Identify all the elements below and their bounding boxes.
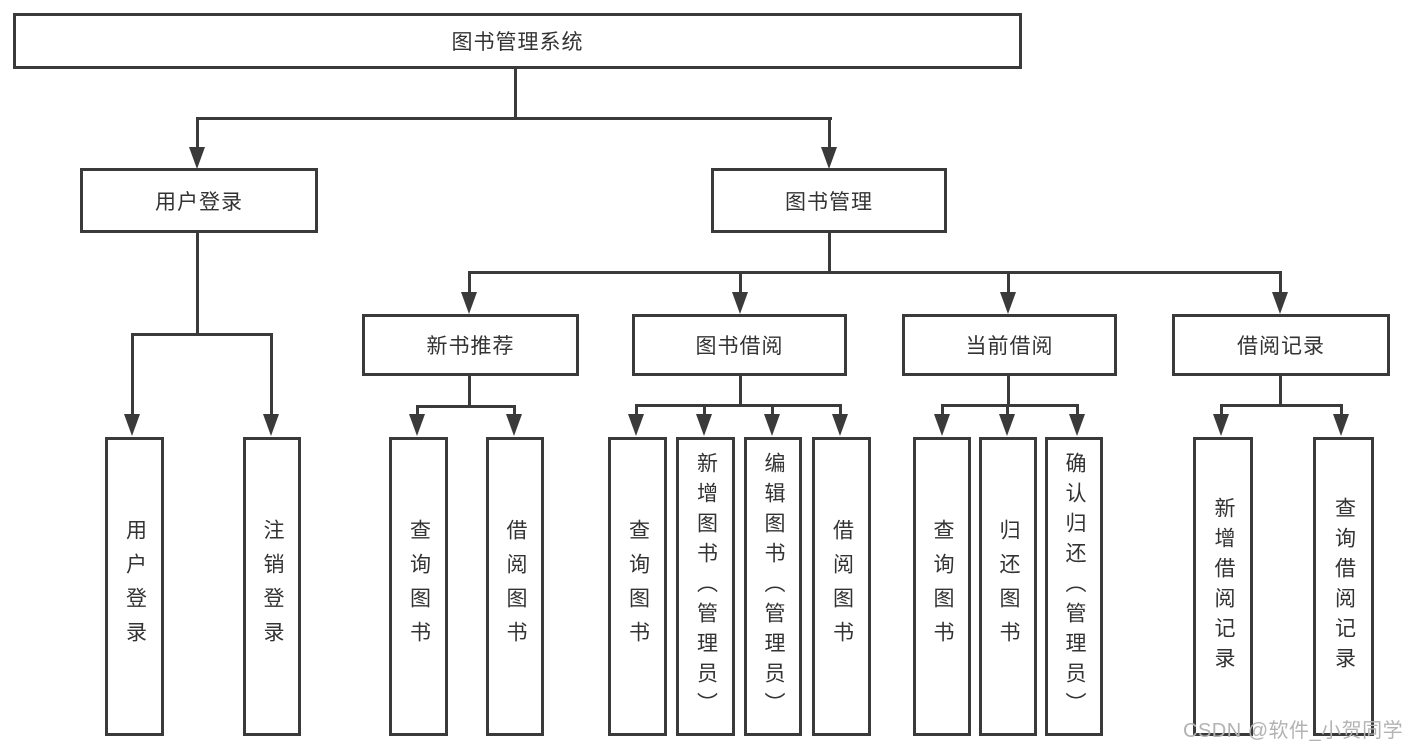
csdn-watermark: CSDN @软件_小贺同学 [1183,720,1404,742]
node-leaf-newbook-query-books: 查询图书 [389,437,448,736]
node-leaf-borrow-books: 借阅图书 [812,437,871,736]
arrowhead-leaf-logout [263,414,279,436]
node-leaf-edit-books-admin-label: 编辑图书（管理员） [762,451,785,722]
node-user-login-branch: 用户登录 [80,168,318,233]
arrowhead-leaf-br-query [1333,414,1349,436]
node-leaf-current-query-books-label: 查询图书 [931,518,954,655]
node-root-system: 图书管理系统 [13,13,1022,69]
node-borrow-record: 借阅记录 [1172,314,1390,376]
node-root-label: 图书管理系统 [451,31,584,54]
connector-level2-bus [196,117,832,120]
node-leaf-add-books-admin-label: 新增图书（管理员） [694,451,718,722]
node-leaf-return-books-label: 归还图书 [997,518,1020,655]
arrowhead-book-borrow [732,292,748,314]
node-book-mgmt-branch: 图书管理 [711,168,947,233]
node-book-mgmt-label: 图书管理 [785,190,873,214]
node-leaf-query-borrow-record: 查询借阅记录 [1313,437,1374,736]
connector-borrow-record-stem [1279,376,1282,407]
node-borrow-record-label: 借阅记录 [1237,335,1325,358]
node-leaf-add-borrow-record: 新增借阅记录 [1193,437,1253,736]
arrowhead-leaf-bb-borrow [832,414,848,436]
connector-book-mgmt-drop [828,117,831,150]
node-leaf-borrow-query-books: 查询图书 [608,437,667,736]
connector-new-book-stem [468,376,471,408]
node-new-book-rec: 新书推荐 [362,314,579,376]
connector-user-login-stem [196,233,199,335]
connector-borrow-record-bus [1220,404,1342,407]
node-leaf-newbook-borrow-books-label: 借阅图书 [504,518,527,655]
node-book-borrow-label: 图书借阅 [695,335,784,358]
arrowhead-new-book [461,292,477,314]
connector-leaf-nb-query-drop [416,405,419,417]
arrowhead-leaf-br-add [1213,414,1229,436]
arrowhead-book-mgmt [821,147,837,169]
arrowhead-leaf-bb-edit [764,414,780,436]
node-leaf-user-login: 用户登录 [105,437,164,736]
node-leaf-query-borrow-record-label: 查询借阅记录 [1332,496,1356,677]
connector-leaf-br-query-drop [1340,404,1343,417]
connector-book-borrow-drop [739,271,742,294]
connector-leaf-bb-query-drop [635,404,638,417]
node-current-borrow-label: 当前借阅 [965,335,1054,358]
connector-current-borrow-bus [941,404,1079,407]
connector-leaf-login-drop [131,333,134,415]
node-leaf-logout: 注销登录 [243,437,301,736]
arrowhead-leaf-nb-borrow [506,414,522,436]
node-book-borrow: 图书借阅 [632,314,847,376]
connector-borrow-record-drop [1279,271,1282,294]
arrowhead-current-borrow [1000,292,1016,314]
node-current-borrow: 当前借阅 [902,314,1117,376]
node-leaf-logout-label: 注销登录 [261,518,284,655]
arrowhead-leaf-cb-query [934,414,950,436]
arrowhead-user-login [189,147,205,169]
connector-leaf-nb-borrow-drop [513,405,516,417]
connector-book-borrow-bus [635,404,842,407]
node-leaf-user-login-label: 用户登录 [123,518,147,655]
arrowhead-leaf-bb-add [696,414,712,436]
node-leaf-confirm-return-admin-label: 确认归还（管理员） [1063,451,1086,722]
node-new-book-rec-label: 新书推荐 [426,335,515,358]
node-user-login-label: 用户登录 [155,190,243,214]
connector-leaf-cb-return-drop [1006,404,1009,417]
connector-current-borrow-drop [1007,271,1010,294]
node-leaf-newbook-query-books-label: 查询图书 [407,518,431,655]
node-leaf-add-borrow-record-label: 新增借阅记录 [1212,496,1235,677]
node-leaf-newbook-borrow-books: 借阅图书 [486,437,544,736]
connector-book-borrow-stem [739,376,742,407]
arrowhead-leaf-cb-return [999,414,1015,436]
connector-user-login-drop [196,117,199,150]
connector-leaf-bb-edit-drop [771,404,774,417]
arrowhead-leaf-bb-query [628,414,644,436]
node-leaf-current-query-books: 查询图书 [913,437,971,736]
connector-new-book-bus [416,405,516,408]
connector-level3-bus [468,271,1282,274]
connector-leaf-cb-confirm-drop [1076,404,1079,417]
connector-leaf-cb-query-drop [941,404,944,417]
connector-new-book-drop [468,271,471,294]
connector-user-login-bus [131,333,273,336]
connector-current-borrow-stem [1007,376,1010,407]
connector-root-stem [514,68,517,118]
node-leaf-confirm-return-admin: 确认归还（管理员） [1045,437,1103,736]
arrowhead-leaf-login [124,414,140,436]
connector-leaf-bb-borrow-drop [839,404,842,417]
node-leaf-return-books: 归还图书 [979,437,1037,736]
node-leaf-borrow-query-books-label: 查询图书 [626,518,650,655]
arrowhead-borrow-record [1272,292,1288,314]
connector-leaf-logout-drop [270,333,273,415]
node-leaf-edit-books-admin: 编辑图书（管理员） [744,437,802,736]
arrowhead-leaf-cb-confirm [1069,414,1085,436]
connector-leaf-br-add-drop [1220,404,1223,417]
node-leaf-borrow-books-label: 借阅图书 [830,518,854,655]
connector-leaf-bb-add-drop [703,404,706,417]
node-leaf-add-books-admin: 新增图书（管理员） [676,437,735,736]
arrowhead-leaf-nb-query [409,414,425,436]
connector-book-mgmt-stem [828,233,831,274]
